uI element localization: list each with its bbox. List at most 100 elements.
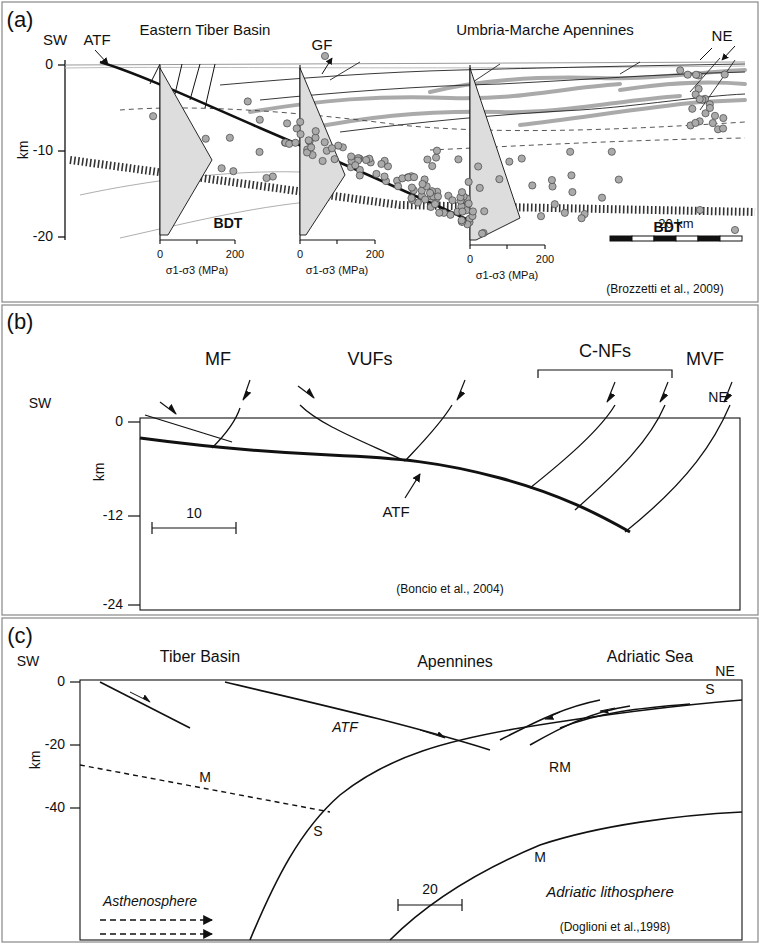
earthquake-dot <box>150 113 157 120</box>
earthquake-dot <box>378 160 385 167</box>
label: -40 <box>44 800 66 815</box>
label: 0 <box>56 674 66 689</box>
label: (a) <box>6 8 35 32</box>
earthquake-dot <box>363 156 370 163</box>
label: -20 <box>32 229 54 244</box>
earthquake-dot <box>481 208 488 215</box>
label: -12 <box>102 508 124 523</box>
label: SW <box>42 32 68 49</box>
earthquake-dot <box>465 178 472 185</box>
label: (Boncio et al., 2004) <box>395 583 504 596</box>
earthquake-dot <box>537 213 544 220</box>
earthquake-dot <box>551 201 558 208</box>
label: km <box>28 750 43 771</box>
label: Apennines <box>416 653 494 671</box>
earthquake-dot <box>312 134 319 141</box>
label: 0 <box>466 253 474 265</box>
earthquake-dot <box>269 173 276 180</box>
earthquake-dot <box>308 144 315 151</box>
label: -24 <box>102 597 124 612</box>
earthquake-dot <box>478 230 485 237</box>
label: Adriatic Sea <box>606 648 694 666</box>
earthquake-dot <box>476 184 483 191</box>
earthquake-dot <box>709 119 716 126</box>
label: 10 <box>185 506 203 521</box>
earthquake-dot <box>429 163 436 170</box>
earthquake-dot <box>292 139 299 146</box>
label: S <box>704 682 715 697</box>
earthquake-dot <box>615 176 622 183</box>
earthquake-dot <box>348 153 355 160</box>
earthquake-dot <box>549 183 556 190</box>
earthquake-dot <box>312 128 319 135</box>
earthquake-dot <box>529 182 536 189</box>
label: C-NFs <box>578 342 632 362</box>
label: NE <box>711 28 734 45</box>
label: M <box>198 770 212 785</box>
earthquake-dot <box>328 145 335 152</box>
label: 200 <box>365 248 385 260</box>
earthquake-dot <box>331 156 338 163</box>
earthquake-dot <box>548 176 555 183</box>
earthquake-dot <box>506 158 513 165</box>
label: ATF <box>381 504 410 521</box>
earthquake-dot <box>598 194 605 201</box>
earthquake-dot <box>422 196 429 203</box>
earthquake-dot <box>297 118 304 125</box>
earthquake-dot <box>434 193 441 200</box>
earthquake-dot <box>731 226 738 233</box>
earthquake-dot <box>297 131 304 138</box>
label: Asthenosphere <box>102 894 198 909</box>
earthquake-dot <box>319 157 326 164</box>
earthquake-dot <box>608 148 615 155</box>
earthquake-dot <box>496 176 503 183</box>
earthquake-dot <box>578 215 585 222</box>
earthquake-dot <box>561 209 568 216</box>
earthquake-dot <box>263 174 270 181</box>
label: RM <box>548 760 572 775</box>
label: 200 <box>225 248 245 260</box>
label: Adriatic lithosphere <box>545 884 675 901</box>
earthquake-dot <box>305 137 312 144</box>
label: Umbria-Marche Apennines <box>455 22 635 39</box>
earthquake-dot <box>433 147 440 154</box>
earthquake-dot <box>449 197 456 204</box>
earthquake-dot <box>455 156 462 163</box>
earthquake-dot <box>458 189 465 196</box>
earthquake-dot <box>410 174 417 181</box>
earthquake-dot <box>352 162 359 169</box>
label: (Brozzetti et al., 2009) <box>605 283 724 296</box>
label: S <box>312 824 323 839</box>
earthquake-dot <box>419 180 426 187</box>
earthquake-dot <box>202 135 209 142</box>
earthquake-dot <box>711 112 718 119</box>
earthquake-dot <box>696 206 703 213</box>
earthquake-dot <box>408 184 415 191</box>
label: 20 km <box>657 217 694 231</box>
label: 0 <box>44 57 54 72</box>
earthquake-dot <box>447 211 454 218</box>
earthquake-dot <box>692 119 699 126</box>
label: SW <box>28 396 53 411</box>
label: (c) <box>6 624 34 648</box>
earthquake-dot <box>426 189 433 196</box>
earthquake-dot <box>721 71 728 78</box>
label: σ1-σ3 (MPa) <box>165 264 229 276</box>
earthquake-dot <box>256 148 263 155</box>
label: 0 <box>114 414 124 429</box>
earthquake-dot <box>230 168 237 175</box>
earthquake-dot <box>244 98 251 105</box>
earthquake-dot <box>469 208 476 215</box>
earthquake-dot <box>465 200 472 207</box>
label: σ1-σ3 (MPa) <box>475 269 539 281</box>
earthquake-dot <box>424 156 431 163</box>
earthquake-dot <box>283 120 290 127</box>
earthquake-dot <box>394 183 401 190</box>
earthquake-dot <box>677 67 684 74</box>
label: -20 <box>44 737 66 752</box>
label: GF <box>311 37 334 54</box>
label: σ1-σ3 (MPa) <box>305 264 369 276</box>
earthquake-dot <box>321 139 328 146</box>
earthquake-dot <box>692 71 699 78</box>
